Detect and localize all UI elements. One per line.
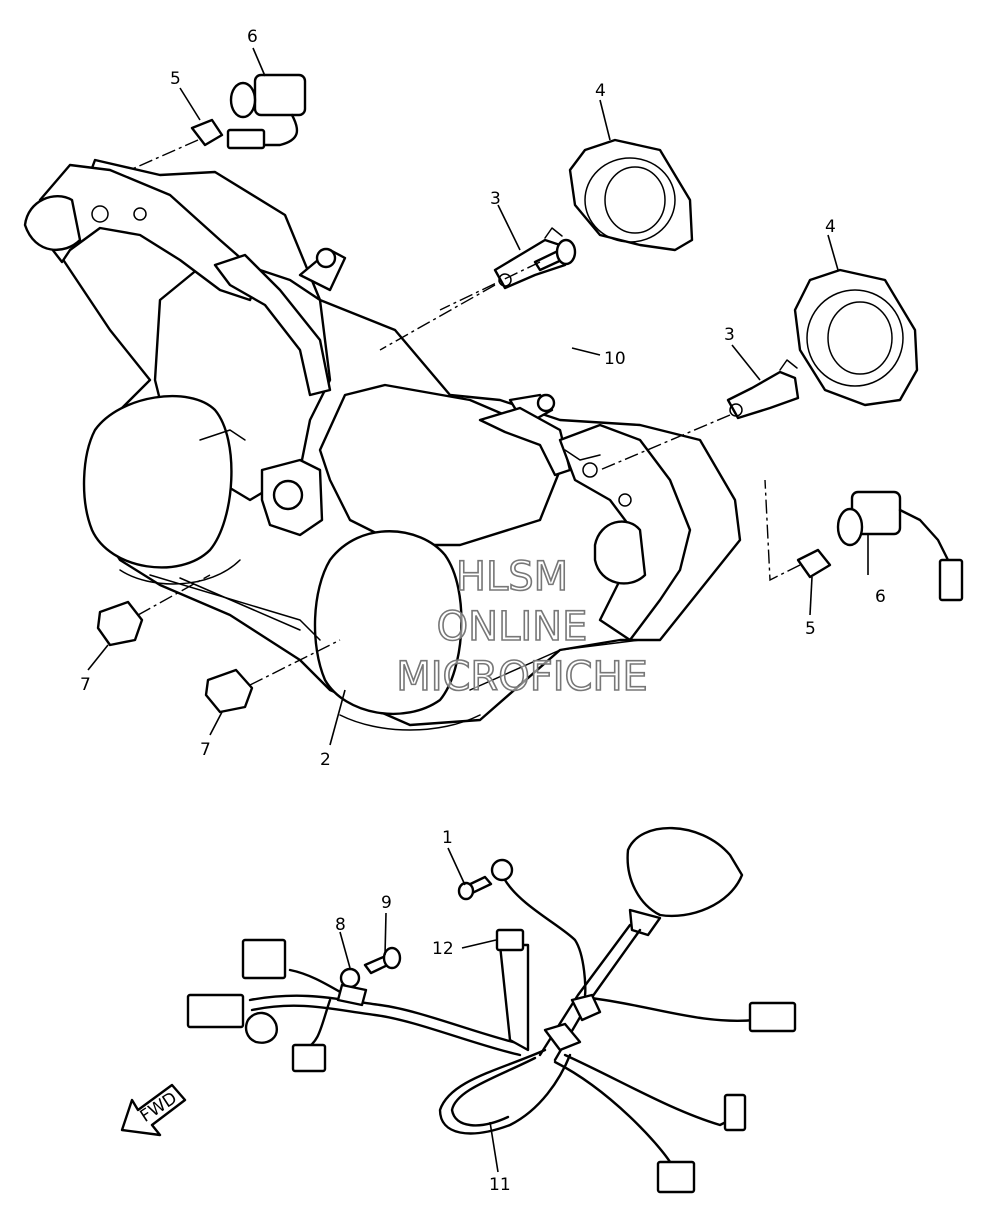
callout-4-upper: 4: [595, 81, 606, 101]
callout-2: 2: [320, 750, 331, 770]
bulb-5-top: [190, 118, 224, 147]
callout-numbers: 6 5 4 3 4 10 3 6 5 7 7 2 1 9 8 12 11: [80, 27, 886, 1195]
bulb-socket-6-lower: [836, 490, 964, 602]
cap-7-left: [96, 600, 144, 647]
cover-4-lower: [793, 268, 919, 407]
leader-lines: [87, 47, 869, 1173]
callout-6-lower: 6: [875, 587, 886, 607]
callout-7-right: 7: [200, 740, 211, 760]
wiring-harness: [186, 826, 797, 1194]
callout-6-top: 6: [247, 27, 258, 47]
callout-7-left: 7: [80, 675, 91, 695]
cover-4-upper: [568, 138, 694, 252]
alignment-lines: [129, 139, 801, 686]
bulb-3-lower: [726, 359, 800, 420]
fwd-direction-arrow: FWD: [120, 1083, 187, 1137]
watermark: HLSM ONLINE MICROFICHE: [395, 553, 648, 701]
callout-9: 9: [381, 893, 392, 913]
bulb-socket-6-top: [226, 73, 307, 150]
bulb-5-lower: [796, 548, 832, 579]
callout-12: 12: [432, 939, 454, 959]
watermark-line-3: MICROFICHE: [396, 654, 648, 700]
callout-10: 10: [604, 349, 626, 369]
callout-3-upper: 3: [490, 189, 501, 209]
cap-7-right: [204, 668, 254, 714]
callout-5-lower: 5: [805, 619, 816, 639]
callout-5-top: 5: [170, 69, 181, 89]
callout-11: 11: [489, 1175, 511, 1195]
screw-10: [533, 238, 577, 272]
callout-8: 8: [335, 915, 346, 935]
callout-1: 1: [442, 828, 453, 848]
callout-4-lower: 4: [825, 217, 836, 237]
watermark-line-1: HLSM: [456, 554, 568, 600]
headlight-assembly: [23, 158, 742, 731]
callout-3-lower: 3: [724, 325, 735, 345]
watermark-line-2: ONLINE: [437, 604, 588, 650]
